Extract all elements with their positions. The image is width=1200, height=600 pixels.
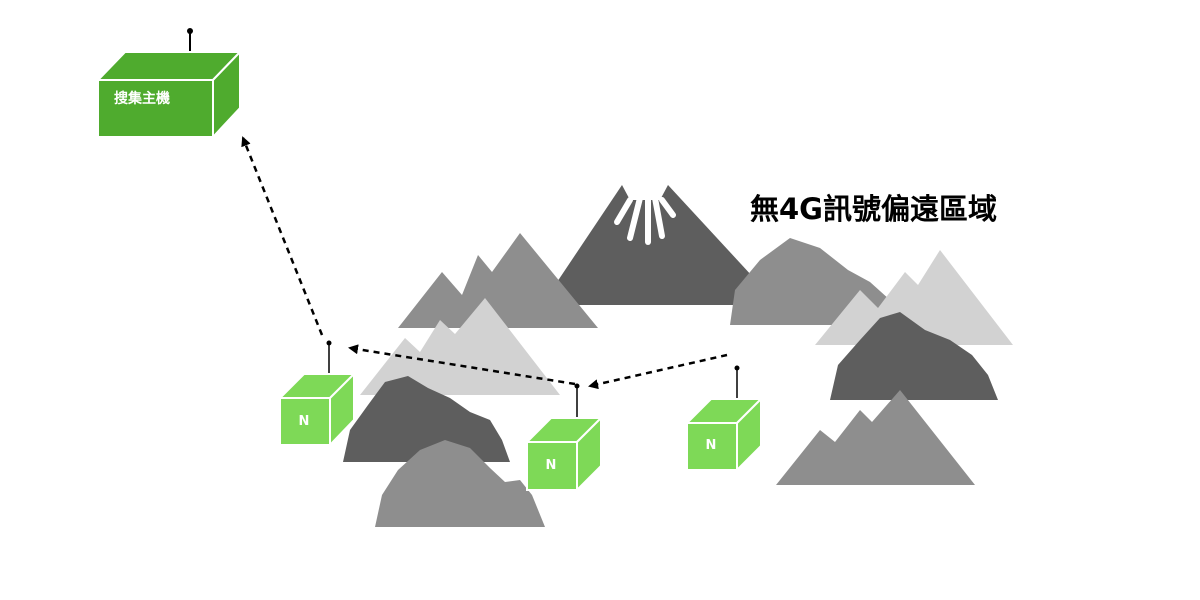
node-3: N bbox=[684, 365, 764, 473]
node-label: N bbox=[299, 414, 310, 429]
region-title: 無4G訊號偏遠區域 bbox=[750, 192, 997, 226]
fuji-mountain bbox=[545, 185, 765, 305]
rock-mountain-dark-right bbox=[830, 312, 998, 400]
node-label: N bbox=[706, 438, 717, 453]
mountain-light-right bbox=[815, 250, 1013, 345]
mountain-mid-left bbox=[398, 233, 598, 328]
mountain-mid-bottom-right bbox=[776, 390, 975, 485]
node-2: N bbox=[524, 383, 604, 493]
signal-arrows bbox=[241, 136, 728, 390]
node-1: N bbox=[277, 340, 357, 448]
host-box: 搜集主機 bbox=[95, 28, 243, 140]
host-label: 搜集主機 bbox=[114, 90, 170, 107]
node-label: N bbox=[546, 458, 557, 473]
rock-mountain-dark-left bbox=[343, 376, 510, 462]
mountain-light-left bbox=[360, 298, 560, 395]
rock-mountain-mid-left bbox=[375, 440, 545, 527]
